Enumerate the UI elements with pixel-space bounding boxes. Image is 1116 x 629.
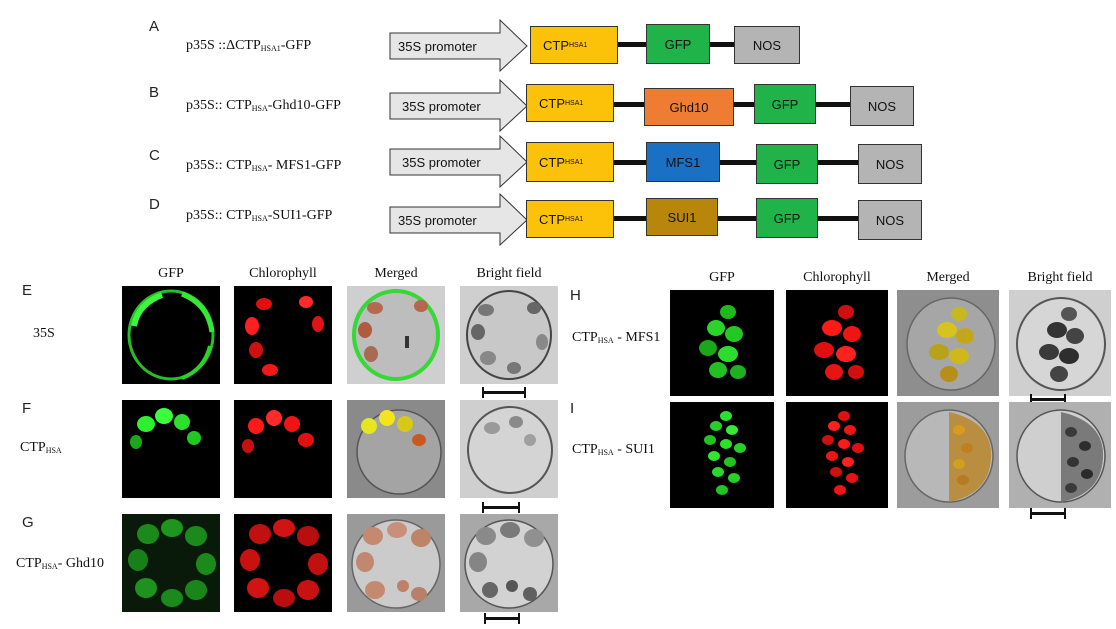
col-header-brightfield-left: Bright field bbox=[476, 266, 542, 281]
gfp-box-c: GFP bbox=[756, 144, 818, 184]
micrograph-ctp-ghd10-brightfield bbox=[460, 514, 558, 612]
row-label-35s: 35S bbox=[33, 326, 55, 341]
panel-letter-h: H bbox=[570, 287, 581, 304]
micrograph-ctp-ghd10-gfp bbox=[122, 514, 220, 612]
micrograph-35s-chlorophyll bbox=[234, 286, 332, 384]
construct-label-c: p35S:: CTPHSA- MFS1-GFP bbox=[186, 158, 342, 173]
panel-letter-f: F bbox=[22, 400, 32, 417]
nos-box-b: NOS bbox=[850, 86, 914, 126]
arrow-shape-icon bbox=[389, 18, 528, 73]
nos-box-d: NOS bbox=[858, 200, 922, 240]
row-label-ctp-ghd10: CTPHSA- Ghd10 bbox=[16, 556, 104, 571]
row-label-ctp-sui1: CTPHSA - SUI1 bbox=[572, 442, 655, 457]
panel-letter-a: A bbox=[149, 18, 160, 35]
scale-bar bbox=[482, 502, 520, 513]
nos-box-a: NOS bbox=[734, 26, 800, 64]
gfp-box-b: GFP bbox=[754, 84, 816, 124]
promoter-arrow-a: 35S promoter bbox=[389, 18, 528, 73]
construct-label-b: p35S:: CTPHSA-Ghd10-GFP bbox=[186, 98, 341, 113]
col-header-chlorophyll-left: Chlorophyll bbox=[249, 266, 317, 281]
micrograph-mfs1-gfp bbox=[670, 290, 774, 396]
promoter-arrow-d: 35S promoter bbox=[389, 192, 528, 247]
micrograph-ctp-brightfield bbox=[460, 400, 558, 498]
gfp-box-a: GFP bbox=[646, 24, 710, 64]
micrograph-sui1-chlorophyll bbox=[786, 402, 888, 508]
panel-letter-b: B bbox=[149, 84, 160, 101]
micrograph-mfs1-brightfield bbox=[1009, 290, 1111, 396]
promoter-label: 35S promoter bbox=[398, 38, 477, 54]
micrograph-mfs1-merged bbox=[897, 290, 999, 396]
panel-letter-i: I bbox=[570, 400, 575, 417]
micrograph-35s-merged bbox=[347, 286, 445, 384]
promoter-label: 35S promoter bbox=[402, 98, 481, 114]
construct-label-d: p35S:: CTPHSA-SUI1-GFP bbox=[186, 208, 333, 223]
arrow-shape-icon bbox=[389, 134, 528, 189]
micrograph-ctp-ghd10-chlorophyll bbox=[234, 514, 332, 612]
scale-bar bbox=[484, 613, 520, 624]
linker-line bbox=[614, 160, 646, 165]
linker-line bbox=[818, 216, 858, 221]
linker-line bbox=[614, 216, 646, 221]
micrograph-sui1-merged bbox=[897, 402, 999, 508]
col-header-brightfield-right: Bright field bbox=[1027, 270, 1093, 285]
linker-line bbox=[614, 102, 644, 107]
micrograph-ctp-ghd10-merged bbox=[347, 514, 445, 612]
col-header-gfp-left: GFP bbox=[158, 266, 184, 281]
linker-line bbox=[720, 160, 756, 165]
construct-label-a: p35S ::ΔCTPHSA1-GFP bbox=[186, 38, 312, 53]
promoter-label: 35S promoter bbox=[398, 212, 477, 228]
row-label-ctp: CTPHSA bbox=[20, 440, 62, 455]
linker-line bbox=[618, 42, 646, 47]
panel-letter-c: C bbox=[149, 147, 160, 164]
col-header-gfp-right: GFP bbox=[709, 270, 735, 285]
promoter-label: 35S promoter bbox=[402, 154, 481, 170]
arrow-shape-icon bbox=[389, 192, 528, 247]
micrograph-sui1-brightfield bbox=[1009, 402, 1111, 508]
linker-line bbox=[718, 216, 756, 221]
promoter-arrow-c: 35S promoter bbox=[389, 134, 528, 189]
col-header-merged-right: Merged bbox=[926, 270, 970, 285]
scale-bar bbox=[1030, 394, 1066, 405]
gfp-box-d: GFP bbox=[756, 198, 818, 238]
panel-letter-e: E bbox=[22, 282, 33, 299]
micrograph-ctp-chlorophyll bbox=[234, 400, 332, 498]
micrograph-ctp-merged bbox=[347, 400, 445, 498]
micrograph-35s-brightfield bbox=[460, 286, 558, 384]
nos-box-c: NOS bbox=[858, 144, 922, 184]
ghd10-box: Ghd10 bbox=[644, 88, 734, 126]
mfs1-box: MFS1 bbox=[646, 142, 720, 182]
panel-letter-g: G bbox=[22, 514, 34, 531]
col-header-merged-left: Merged bbox=[374, 266, 418, 281]
arrow-shape-icon bbox=[389, 78, 528, 133]
scale-bar bbox=[482, 387, 526, 398]
linker-line bbox=[734, 102, 754, 107]
linker-line bbox=[818, 160, 858, 165]
micrograph-35s-gfp bbox=[122, 286, 220, 384]
panel-letter-d: D bbox=[149, 196, 160, 213]
col-header-chlorophyll-right: Chlorophyll bbox=[803, 270, 871, 285]
micrograph-sui1-gfp bbox=[670, 402, 774, 508]
linker-line bbox=[816, 102, 850, 107]
sui1-box: SUI1 bbox=[646, 198, 718, 236]
linker-line bbox=[710, 42, 734, 47]
row-label-ctp-mfs1: CTPHSA - MFS1 bbox=[572, 330, 661, 345]
scale-bar bbox=[1030, 508, 1066, 519]
micrograph-mfs1-chlorophyll bbox=[786, 290, 888, 396]
promoter-arrow-b: 35S promoter bbox=[389, 78, 528, 133]
micrograph-ctp-gfp bbox=[122, 400, 220, 498]
